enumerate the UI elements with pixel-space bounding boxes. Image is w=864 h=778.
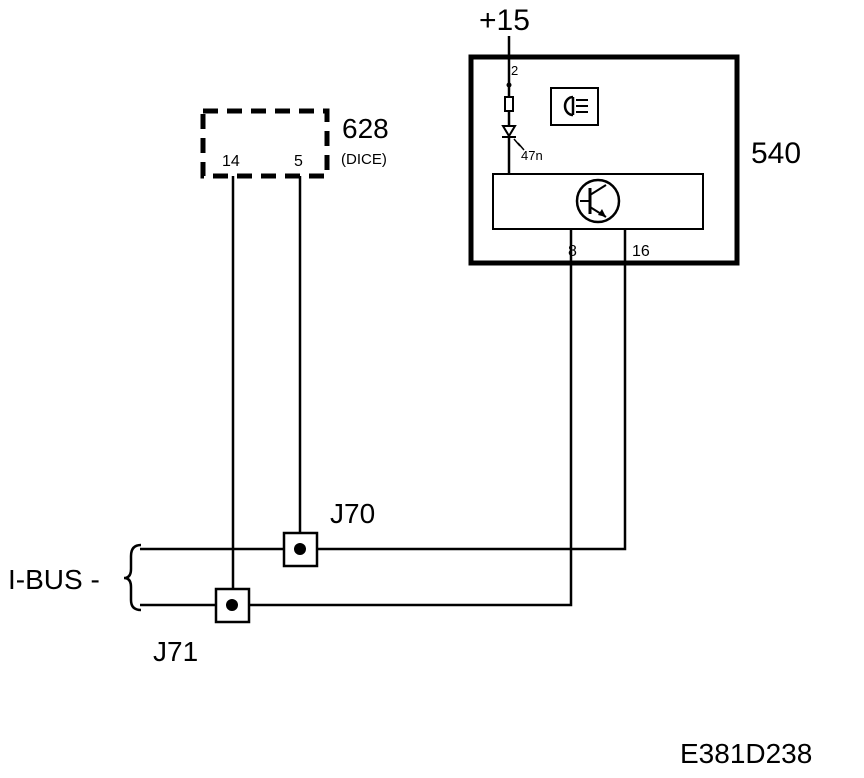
wire-pin-8 — [140, 229, 573, 607]
junction-j70-label: J70 — [330, 498, 375, 529]
pin-8-label: 8 — [568, 243, 577, 260]
pin-14-label: 14 — [222, 153, 240, 170]
pin-5-label: 5 — [294, 153, 303, 170]
led-rating-label: 47n — [521, 148, 543, 163]
figure-code: E381D238 — [680, 738, 812, 769]
lamp-indicator-icon — [550, 87, 599, 126]
bus-brace — [123, 543, 142, 612]
module-628-label: 628 — [342, 113, 389, 144]
wire-pin-16 — [140, 229, 627, 551]
module-628-box — [200, 108, 330, 179]
pin-16-label: 16 — [632, 243, 650, 260]
junction-j70 — [282, 531, 319, 568]
module-540-label: 540 — [751, 137, 801, 170]
junction-j71-label: J71 — [153, 636, 198, 667]
bus-label: I-BUS - — [8, 564, 100, 595]
driver-box — [492, 173, 704, 230]
pin-2-label: 2 — [511, 63, 518, 78]
resistor-symbol — [504, 96, 514, 112]
module-628-name: (DICE) — [341, 151, 387, 168]
led-icon — [501, 125, 525, 151]
supply-label: +15 — [479, 4, 530, 37]
junction-j71 — [214, 587, 251, 624]
module-540-box — [468, 54, 740, 266]
transistor-icon — [575, 178, 621, 224]
